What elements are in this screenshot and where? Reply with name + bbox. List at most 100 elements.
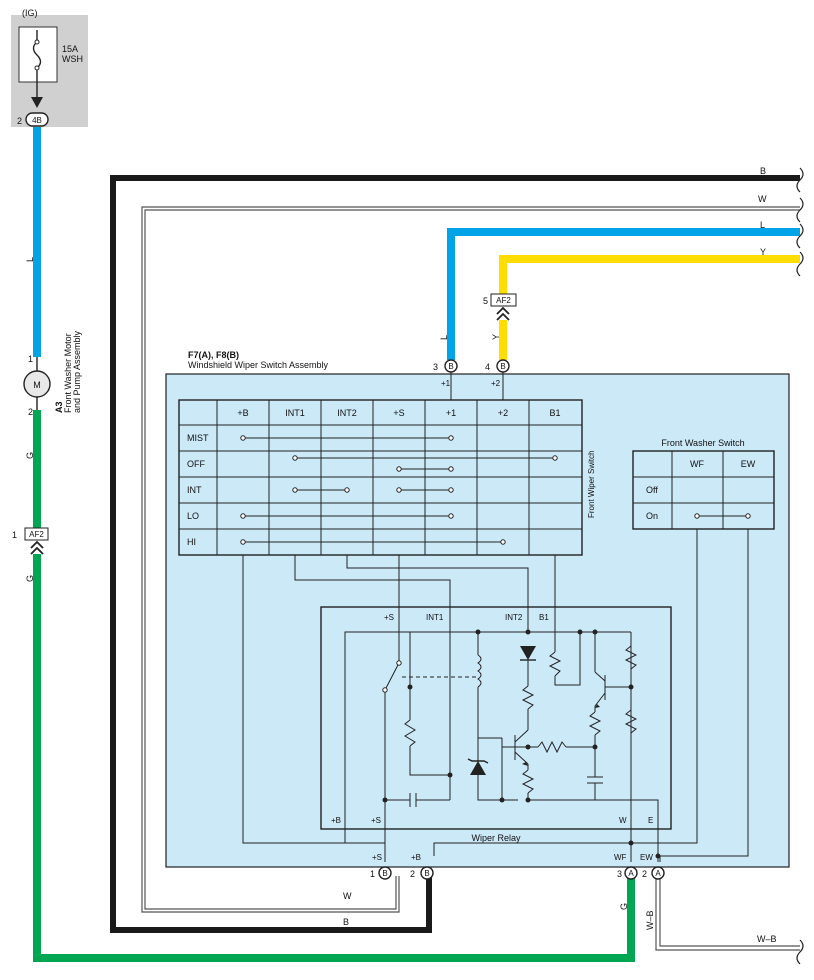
wire-label-w-bottom: W (343, 891, 352, 901)
wire-label-w-right: W (758, 194, 767, 204)
relay-bottom-w: W (619, 816, 627, 825)
fuse-terminal-icon (34, 65, 40, 71)
relay-top-int1: INT1 (426, 613, 444, 622)
wire-label-wb-right: W–B (757, 934, 777, 944)
wiper-col-1: +1 (446, 408, 456, 418)
wiper-col-int2: INT2 (337, 408, 357, 418)
washer-col-wf: WF (690, 459, 704, 469)
motor-symbol: M (33, 380, 41, 390)
relay-contact-icon (396, 660, 402, 666)
bottom-pin-3-conn: A (628, 869, 634, 878)
wire-break-icon (796, 167, 804, 965)
relay-contact-icon (382, 687, 388, 693)
wiper-row-off: OFF (187, 459, 205, 469)
bottom-pin-3-label: WF (614, 853, 627, 862)
wiper-col-b1: B1 (549, 408, 560, 418)
motor-pin-bottom: 2 (28, 407, 33, 417)
relay-bottom-b: +B (331, 816, 341, 825)
bottom-pin-1-num: 1 (370, 869, 375, 879)
wiper-col-2: +2 (498, 408, 508, 418)
bottom-pin-2-label: +B (411, 853, 421, 862)
bottom-pin-3-num: 3 (617, 869, 622, 879)
motor-name-2: and Pump Assembly (72, 330, 82, 413)
wiper-row-mist: MIST (187, 433, 209, 443)
wire-label-b-bottom: B (343, 917, 349, 927)
bottom-pin-2-connector (420, 866, 434, 880)
fuse-pin: 2 (17, 116, 22, 126)
fuse-icon (32, 30, 42, 82)
bottom-pin-2-conn: B (424, 869, 429, 878)
top-pin-1-num: 3 (433, 362, 438, 372)
relay-bottom-e: E (648, 816, 653, 825)
relay-top-s: +S (384, 613, 394, 622)
wire-w-outer (141, 206, 800, 913)
af2-left-connector (24, 527, 49, 541)
wire-wb-inner (659, 876, 800, 947)
bottom-pin-4-conn: A (655, 869, 661, 878)
fuse-name: WSH (62, 54, 83, 64)
wire-label-wb-switch: W–B (645, 910, 655, 930)
connector-arrow-icon (31, 97, 43, 108)
top-pin-1-conn: B (448, 362, 453, 371)
wire-label-g-switch: G (619, 903, 629, 910)
wire-y-top (499, 255, 800, 294)
wire-label-g-left-1: G (25, 452, 35, 459)
af2-top-connector (490, 293, 517, 307)
relay-circuit (344, 631, 659, 862)
wiper-col-s: +S (393, 408, 404, 418)
relay-bottom-s: +S (371, 816, 381, 825)
wire-l-top (447, 228, 800, 360)
wiper-row-lo: LO (187, 511, 199, 521)
motor-pin-top: 1 (28, 354, 33, 364)
fuse-box (18, 26, 58, 83)
af2-top-pin: 5 (483, 296, 488, 306)
motor-id: A3 (54, 401, 64, 413)
fuse-connector-label: 4B (32, 116, 42, 125)
washer-switch-title: Front Washer Switch (661, 438, 744, 448)
wiper-col-int1: INT1 (285, 408, 305, 418)
af2-top-label: AF2 (496, 296, 511, 305)
relay-top-b1: B1 (539, 613, 549, 622)
connector-chevron-icon (30, 540, 44, 555)
wire-label-l-left: L (25, 257, 35, 262)
bottom-pin-4-connector (651, 866, 665, 880)
wire-label-l-switch: L (439, 335, 449, 340)
washer-col-ew: EW (741, 459, 756, 469)
wire-wb-outer (655, 876, 800, 951)
top-pin-2-conn: B (500, 362, 505, 371)
relay-top-int2: INT2 (505, 613, 523, 622)
wire-label-b-right: B (760, 166, 766, 176)
fuse-terminal-icon (34, 39, 40, 45)
bottom-pin-1-conn: B (382, 869, 387, 878)
wiper-row-int: INT (187, 485, 202, 495)
top-pin-1-label: +1 (441, 379, 451, 388)
wire-label-l-right: L (760, 220, 765, 230)
af2-left-label: AF2 (29, 530, 44, 539)
junction-dots (382, 629, 661, 859)
transistor-arrow-icon (595, 704, 600, 708)
motor-name: Front Washer Motor (63, 333, 73, 413)
connector-chevron-icon (496, 306, 510, 321)
fuse-connector (25, 112, 49, 127)
washer-row-on: On (646, 511, 658, 521)
af2-left-pin: 1 (12, 530, 17, 540)
wire-label-y-switch: Y (491, 334, 501, 340)
ig-label: (IG) (22, 8, 38, 18)
wiper-switch-title: Front Wiper Switch (587, 450, 596, 518)
top-pin-2-num: 4 (485, 362, 490, 372)
bottom-pin-4-num: 2 (642, 869, 647, 879)
bottom-pin-1-label: +S (372, 853, 382, 862)
transistor-arrow-icon (522, 762, 528, 766)
bottom-pin-3-connector (624, 866, 638, 880)
wiper-switch-connections (240, 435, 558, 545)
bottom-pin-2-num: 2 (410, 869, 415, 879)
diode-icon (520, 646, 536, 660)
bottom-pin-1-connector (378, 866, 392, 880)
relay-title: Wiper Relay (471, 833, 521, 843)
wire-label-y-right: Y (760, 247, 766, 257)
wire-w-inner (144, 209, 800, 910)
wiper-col-b: +B (237, 408, 248, 418)
wire-label-g-left-2: G (25, 575, 35, 582)
